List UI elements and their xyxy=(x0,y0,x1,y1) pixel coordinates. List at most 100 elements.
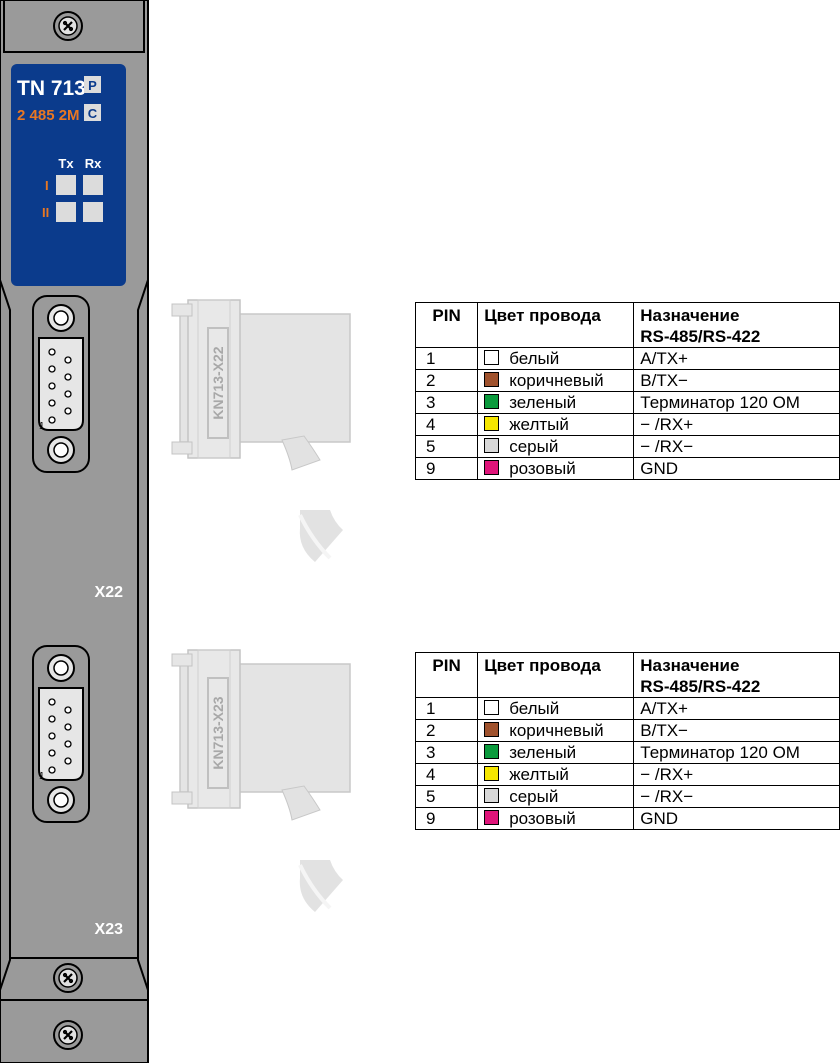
pin-function: Терминатор 120 OM xyxy=(633,741,840,764)
bottom-screw-lower-icon xyxy=(52,1019,84,1051)
table-row: 1 белый A/TX+ xyxy=(414,697,840,720)
pin-number: 2 xyxy=(414,369,479,392)
header-function-line2: RS-485/RS-422 xyxy=(640,327,761,346)
wire-color-name: розовый xyxy=(509,809,576,828)
wire-color: коричневый xyxy=(477,369,635,392)
port-label-x23: X23 xyxy=(95,921,124,938)
header-wire-color: Цвет провода xyxy=(477,302,635,348)
led-row-1: I xyxy=(45,178,49,193)
pin-function: GND xyxy=(633,457,840,480)
table-row: 3 зеленый Терминатор 120 OM xyxy=(414,391,840,414)
pin-number: 4 xyxy=(414,763,479,786)
pin-function: Терминатор 120 OM xyxy=(633,391,840,414)
color-swatch-icon xyxy=(484,416,500,431)
table-row: 1 белый A/TX+ xyxy=(414,347,840,370)
led-row-2: II xyxy=(42,205,49,220)
table-row: 2 коричневый B/TX− xyxy=(414,369,840,392)
port-label-x22: X22 xyxy=(95,584,124,601)
color-swatch-icon xyxy=(484,766,500,781)
pin-function: − /RX+ xyxy=(633,413,840,436)
module-code: 2 485 2M xyxy=(17,107,80,124)
front-panel: TN 713 2 485 2M P C Tx Rx I II xyxy=(11,64,126,286)
pin-number: 9 xyxy=(414,807,479,830)
header-function: Назначение RS-485/RS-422 xyxy=(633,652,840,698)
wire-color-name: серый xyxy=(509,787,559,806)
wire-color-name: коричневый xyxy=(509,721,604,740)
pin-number: 5 xyxy=(414,785,479,808)
wire-color-name: желтый xyxy=(509,415,569,434)
led-col-tx: Tx xyxy=(58,156,74,171)
header-function: Назначение RS-485/RS-422 xyxy=(633,302,840,348)
color-swatch-icon xyxy=(484,722,500,737)
wire-color-name: белый xyxy=(509,699,560,718)
pin-function: − /RX− xyxy=(633,435,840,458)
wire-color-name: серый xyxy=(509,437,559,456)
pin-function: B/TX− xyxy=(633,369,840,392)
pin-number: 1 xyxy=(414,697,479,720)
pin-number: 1 xyxy=(414,347,479,370)
pin-number: 5 xyxy=(414,435,479,458)
module-name: TN 713 xyxy=(17,77,86,100)
wire-color: зеленый xyxy=(477,741,635,764)
header-function-line2: RS-485/RS-422 xyxy=(640,677,761,696)
wire-color: серый xyxy=(477,435,635,458)
pin-number: 3 xyxy=(414,391,479,414)
led-col-rx: Rx xyxy=(85,156,102,171)
color-swatch-icon xyxy=(484,372,500,387)
pin-function: B/TX− xyxy=(633,719,840,742)
wire-color: коричневый xyxy=(477,719,635,742)
table-row: 2 коричневый B/TX− xyxy=(414,719,840,742)
wire-color: желтый xyxy=(477,763,635,786)
header-function-line1: Назначение xyxy=(640,306,740,325)
pin-function: GND xyxy=(633,807,840,830)
table-row: 5 серый − /RX− xyxy=(414,435,840,458)
color-swatch-icon xyxy=(484,438,500,453)
plug-label-x22: KN713-X22 xyxy=(210,346,226,419)
header-pin: PIN xyxy=(414,302,479,348)
table-row: 4 желтый − /RX+ xyxy=(414,413,840,436)
pin-number: 4 xyxy=(414,413,479,436)
pin1-marker: 1 xyxy=(39,421,45,432)
color-swatch-icon xyxy=(484,788,500,803)
pin1-marker: 1 xyxy=(39,771,45,782)
header-function-line1: Назначение xyxy=(640,656,740,675)
color-swatch-icon xyxy=(484,460,500,475)
wire-color: белый xyxy=(477,347,635,370)
pin-number: 9 xyxy=(414,457,479,480)
led-rx-1 xyxy=(83,175,103,195)
color-swatch-icon xyxy=(484,810,500,825)
button-c-label: C xyxy=(88,106,98,121)
pin-function: A/TX+ xyxy=(633,697,840,720)
wire-color: желтый xyxy=(477,413,635,436)
wire-color-name: зеленый xyxy=(509,393,577,412)
wire-color-name: зеленый xyxy=(509,743,577,762)
header-pin: PIN xyxy=(414,652,479,698)
wire-color: белый xyxy=(477,697,635,720)
wire-color-name: коричневый xyxy=(509,371,604,390)
top-screw-icon xyxy=(52,10,84,42)
dsub-connector-x22[interactable]: 1 xyxy=(32,295,90,473)
color-swatch-icon xyxy=(484,700,500,715)
wire-color: зеленый xyxy=(477,391,635,414)
bottom-screw-upper-icon xyxy=(52,962,84,994)
table-row: 5 серый − /RX− xyxy=(414,785,840,808)
table-row: 9 розовый GND xyxy=(414,807,840,830)
pin-number: 2 xyxy=(414,719,479,742)
pin-function: − /RX− xyxy=(633,785,840,808)
led-rx-2 xyxy=(83,202,103,222)
cable-plug-x22: KN713-X22 xyxy=(170,298,352,564)
pin-function: A/TX+ xyxy=(633,347,840,370)
pin-function: − /RX+ xyxy=(633,763,840,786)
plug-label-x23: KN713-X23 xyxy=(210,696,226,769)
color-swatch-icon xyxy=(484,744,500,759)
wire-color: розовый xyxy=(477,457,635,480)
cable-plug-x23: KN713-X23 xyxy=(170,648,352,914)
dsub-connector-x23[interactable]: 1 xyxy=(32,645,90,823)
led-tx-1 xyxy=(56,175,76,195)
pin-table-x23: PIN Цвет провода Назначение RS-485/RS-42… xyxy=(414,652,840,830)
wire-color: серый xyxy=(477,785,635,808)
wire-color-name: желтый xyxy=(509,765,569,784)
wire-color-name: белый xyxy=(509,349,560,368)
